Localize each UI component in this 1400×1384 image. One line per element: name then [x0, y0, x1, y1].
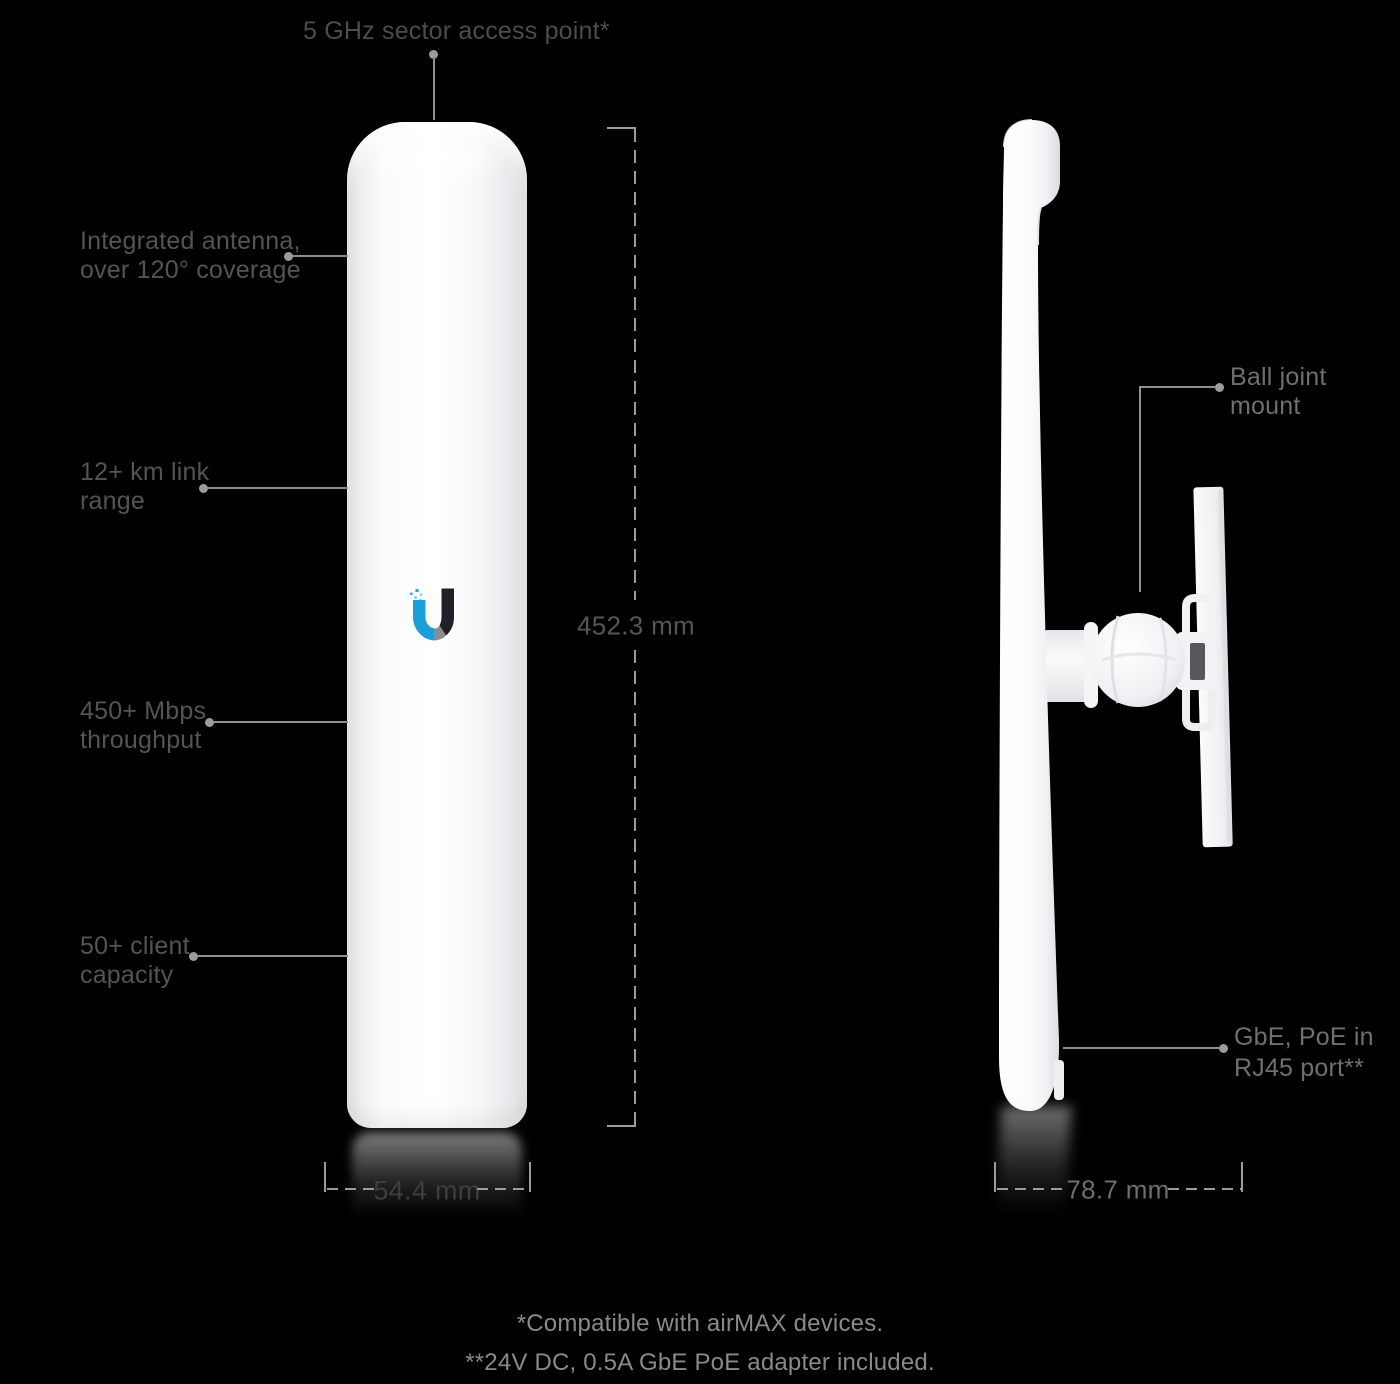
knob-groove-mid: [1101, 652, 1177, 662]
dimension-tick-left: [994, 1162, 996, 1192]
front-width-dimension-value: 54.4 mm: [373, 1175, 481, 1206]
leader-line-vertical: [433, 57, 435, 120]
dimension-tick-right: [529, 1162, 531, 1192]
leader-line: [197, 955, 348, 957]
slab-edge-highlight: [1003, 119, 1033, 148]
callout-throughput: 450+ Mbps throughput: [80, 697, 207, 754]
dimension-tick-right: [1241, 1162, 1243, 1192]
front-device-reflection: [352, 1132, 522, 1242]
dimension-tick-bottom: [607, 1125, 636, 1127]
side-depth-dimension-value: 78.7 mm: [1066, 1174, 1170, 1205]
dimension-tick-top: [607, 127, 636, 129]
callout-rj45-port: GbE, PoE in RJ45 port**: [1234, 1023, 1374, 1082]
callout-ball-joint-mount: Ball joint mount: [1230, 363, 1327, 420]
side-device-reflection: [994, 1106, 1072, 1241]
bracket-slot: [1190, 643, 1205, 680]
leader-line: [1063, 1047, 1220, 1049]
leader-line: [207, 487, 348, 489]
leader-line: [1139, 386, 1216, 388]
callout-sector-access-point: 5 GHz sector access point*: [303, 17, 610, 45]
height-dimension-value: 452.3 mm: [576, 610, 696, 641]
ubiquiti-logo-icon: [410, 588, 454, 641]
footnote-airmax-compatibility: *Compatible with airMAX devices.: [516, 1310, 884, 1337]
side-device-slab: [999, 120, 1060, 1111]
dimension-dashed-line: [327, 1188, 378, 1190]
leader-dot: [284, 252, 293, 261]
slab-seam-line: [1037, 207, 1042, 246]
leader-line-vertical: [1139, 386, 1141, 592]
dimension-dashed-line: [997, 1188, 1069, 1190]
rj45-port-cover: [1054, 1060, 1064, 1100]
dimension-tick-left: [324, 1162, 326, 1192]
side-view-device: [999, 119, 1233, 1111]
leader-dot: [205, 718, 214, 727]
knob-groove-left: [1110, 615, 1120, 704]
ball-joint-neck: [1040, 630, 1092, 702]
footnote-poe-adapter: **24V DC, 0.5A GbE PoE adapter included.: [465, 1349, 935, 1376]
dimension-dashed-line: [477, 1188, 529, 1190]
leader-line: [292, 255, 348, 257]
dimension-dashed-line: [634, 129, 636, 600]
leader-dot: [199, 484, 208, 493]
front-view-device: [347, 122, 527, 1128]
dimension-dashed-line: [634, 650, 636, 1126]
leader-dot: [429, 50, 438, 59]
callout-integrated-antenna: Integrated antenna, over 120° coverage: [80, 227, 301, 284]
dimension-dashed-line: [1168, 1188, 1241, 1190]
leader-dot: [189, 952, 198, 961]
callout-client-capacity: 50+ client capacity: [80, 932, 190, 989]
leader-dot: [1215, 383, 1224, 392]
leader-line: [213, 721, 348, 723]
bracket-lower-hook: [1182, 687, 1216, 731]
bracket-upper-hook: [1182, 594, 1216, 635]
leader-dot: [1219, 1044, 1228, 1053]
callout-link-range: 12+ km link range: [80, 458, 210, 515]
knob-groove-right: [1158, 617, 1168, 702]
